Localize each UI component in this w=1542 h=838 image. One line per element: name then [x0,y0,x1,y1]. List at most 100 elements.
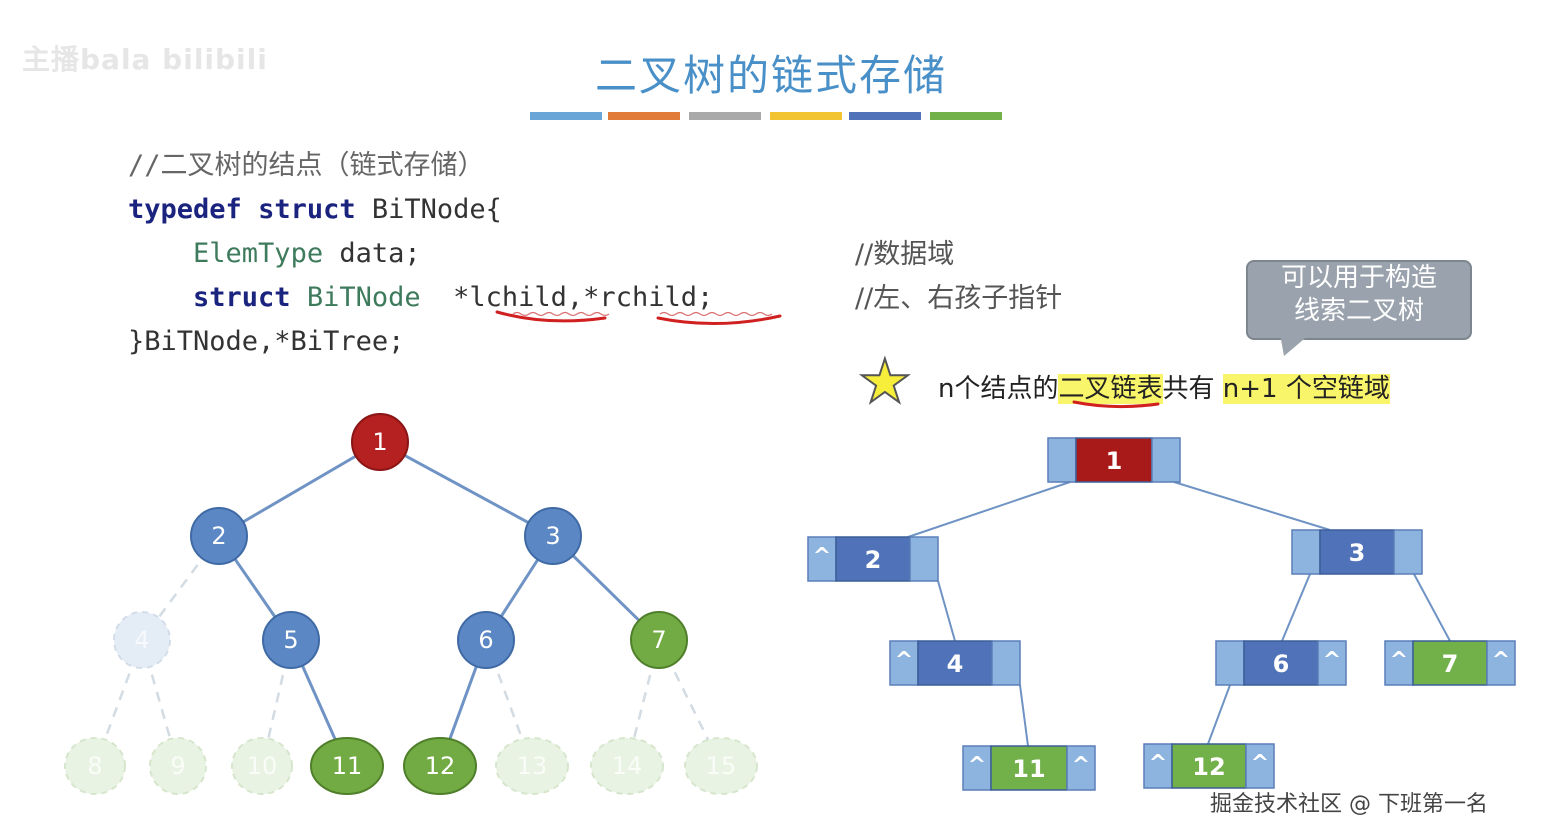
color-bar-4 [770,112,842,120]
list-link [937,580,956,642]
list-node-4-lchild [889,640,919,686]
list-node-11-rchild [1066,745,1096,791]
list-node-label: 3 [1349,539,1366,567]
list-node-7-lchild [1384,640,1414,686]
tree-node-3 [524,507,582,565]
tree-node-8 [64,737,126,795]
null-pointer-left: ^ [813,544,831,569]
list-node-12-lchild [1143,743,1173,789]
type-elemtype: ElemType [193,238,324,269]
tree-node-label: 12 [425,752,456,780]
keyword-struct-2: struct [193,282,291,313]
tree-node-1 [351,413,409,471]
null-pointer-right: ^ [1072,753,1090,778]
code-line-typedef: typedef struct BiTNode{ [128,188,713,232]
tree-node-label: 15 [706,752,737,780]
list-node-3-rchild [1393,529,1423,575]
keyword-typedef: typedef [128,194,242,225]
code-comment: //二叉树的结点（链式存储） [128,150,485,181]
color-bar-5 [849,112,921,120]
tree-node-13 [495,737,569,795]
underline-binary-list [1072,400,1160,409]
code-line-close: }BiTNode,*BiTree; [128,326,405,357]
comment-data-field: //数据域 [855,239,955,270]
tree-edge [379,440,554,538]
tree-edge [218,440,381,538]
code-line-data: ElemType data; [128,232,713,276]
tree-node-label: 7 [651,626,666,654]
list-node-label: 2 [865,546,882,574]
list-node-2-rchild [909,536,939,582]
list-link [1281,573,1311,642]
color-bar-2 [608,112,680,120]
tree-node-10 [231,737,293,795]
statement-highlight-2: n+1 个空链域 [1222,374,1390,404]
tree-node-2 [190,507,248,565]
statement-pre: n个结点的 [938,374,1059,404]
tree-node-7 [630,611,688,669]
list-node-6-rchild [1317,640,1347,686]
list-node-label: 1 [1106,447,1123,475]
list-link [1173,481,1331,531]
empty-link-statement: n个结点的二叉链表共有 n+1 个空链域 [938,368,1390,405]
field-pointers: *lchild,*rchild; [420,282,714,313]
list-node-11-data [990,745,1068,791]
tree-node-label: 2 [211,522,226,550]
tree-node-6 [457,611,515,669]
tree-node-label: 3 [545,522,560,550]
tree-node-9 [149,737,207,795]
tree-node-14 [590,737,664,795]
list-node-3-lchild [1291,529,1321,575]
color-bar-3 [689,112,761,120]
callout-line-2: 线索二叉树 [1293,296,1424,326]
list-node-label: 6 [1273,650,1290,678]
null-pointer-left: ^ [968,753,986,778]
tree-node-label: 9 [170,752,185,780]
underline-rchild [656,314,782,325]
list-link [1413,573,1451,642]
tree-node-12 [403,737,477,795]
watermark: 主播bala bilibili [22,43,268,76]
list-node-1-rchild [1151,437,1181,483]
list-node-label: 12 [1192,753,1225,781]
code-block: //二叉树的结点（链式存储） typedef struct BiTNode{ El… [128,144,713,364]
null-pointer-left: ^ [895,648,913,673]
list-node-7-rchild [1486,640,1516,686]
keyword-struct: struct [258,194,356,225]
null-pointer-right: ^ [1323,648,1341,673]
tree-node-label: 4 [134,626,149,654]
page-title: 二叉树的链式存储 [594,51,947,100]
list-node-6-lchild [1215,640,1245,686]
tree-node-11 [310,737,384,795]
statement-highlight-1: 二叉链表 [1058,374,1163,404]
null-pointer-left: ^ [1149,751,1167,776]
color-bar-6 [930,112,1002,120]
list-node-label: 11 [1012,755,1045,783]
callout-line-1: 可以用于构造 [1280,263,1437,293]
underline-lchild [495,310,607,323]
list-node-4-data [917,640,993,686]
tree-node-label: 14 [612,752,643,780]
null-pointer-left: ^ [1390,648,1408,673]
list-link [1207,684,1231,745]
tree-node-label: 5 [283,626,298,654]
tree-node-15 [684,737,758,795]
list-link [1019,684,1029,747]
statement-mid: 共有 [1162,374,1223,404]
list-node-1-lchild [1047,437,1077,483]
struct-name: BiTNode{ [355,194,502,225]
tree-node-label: 13 [517,752,548,780]
null-pointer-right: ^ [1492,648,1510,673]
type-bitnode: BiTNode [290,282,421,313]
list-node-3-data [1319,529,1395,575]
footer-watermark: 掘金技术社区 @ 下班第一名 [1210,792,1488,817]
tree-node-label: 11 [332,752,363,780]
color-bar-1 [530,112,602,120]
tree-node-5 [262,611,320,669]
null-pointer-right: ^ [1251,751,1269,776]
list-node-label: 4 [947,650,964,678]
code-line-pointers: struct BiTNode *lchild,*rchild; [128,276,713,320]
tree-node-label: 8 [87,752,102,780]
list-node-7-data [1412,640,1488,686]
